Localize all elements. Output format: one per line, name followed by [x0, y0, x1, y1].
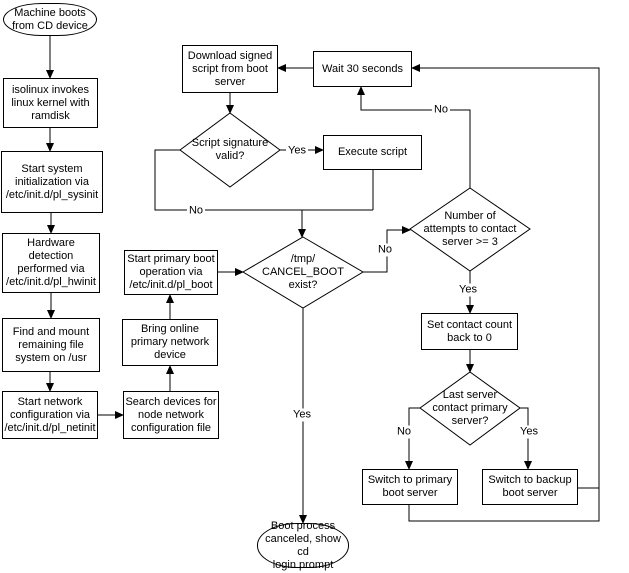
edge-sigvalid-no-path — [154, 149, 373, 211]
node-boot-canceled-label: Boot process canceled, show cd login pro… — [265, 519, 341, 571]
node-set-contact-count: Set contact count back to 0 — [421, 313, 518, 350]
node-boot-canceled: Boot process canceled, show cd login pro… — [257, 520, 349, 571]
diamond-script-signature-text: Script signature valid? — [191, 137, 269, 162]
node-search-devices: Search devices for node network configur… — [123, 391, 219, 439]
node-machine-boots-label: Machine boots from CD device — [12, 6, 88, 32]
node-switch-backup-label: Switch to backup boot server — [488, 474, 572, 499]
node-isolinux: isolinux invokes linux kernel with ramdi… — [3, 78, 98, 128]
node-hwinit: Hardware detection performed via /etc/in… — [2, 233, 100, 293]
node-pl-boot-label: Start primary boot operation via /etc/in… — [127, 253, 215, 291]
node-switch-backup: Switch to backup boot server — [482, 469, 578, 505]
node-download-script-label: Download signed script from boot server — [187, 49, 273, 88]
edge-label-last-no: No — [394, 425, 414, 439]
diamond-last-server-text: Last server contact primary server? — [432, 389, 508, 427]
node-findmount: Find and mount remaining file system on … — [2, 318, 100, 372]
node-wait-30-seconds-label: Wait 30 seconds — [322, 62, 403, 75]
diamond-label-last-server: Last server contact primary server? — [420, 372, 520, 445]
edge-lastserver-yes-to-switchbackup — [520, 407, 532, 470]
node-search-devices-label: Search devices for node network configur… — [125, 395, 217, 434]
edge-switchprimary-loop-to-wait — [408, 64, 600, 522]
node-download-script: Download signed script from boot server — [182, 45, 278, 93]
edge-label-signature-no: No — [186, 204, 206, 218]
edge-label-attempts-yes: Yes — [457, 283, 479, 297]
node-bring-online-label: Bring online primary network device — [130, 323, 210, 361]
node-execute-script-label: Execute script — [337, 146, 408, 158]
node-wait-30-seconds: Wait 30 seconds — [313, 51, 412, 87]
node-switch-primary: Switch to primary boot server — [362, 469, 458, 505]
node-sysinit-label: Start system initialization via /etc/ini… — [5, 162, 99, 201]
node-machine-boots: Machine boots from CD device — [3, 3, 97, 36]
diamond-last-server-primary — [419, 371, 521, 446]
node-sysinit: Start system initialization via /etc/ini… — [1, 151, 103, 213]
node-netinit: Start network configuration via /etc/ini… — [2, 391, 98, 439]
node-netinit-label: Start network configuration via /etc/ini… — [4, 395, 96, 434]
node-execute-script: Execute script — [323, 135, 422, 170]
node-isolinux-label: isolinux invokes linux kernel with ramdi… — [11, 83, 90, 122]
diamond-label-cancel-boot: /tmp/ CANCEL_BOOT exist? — [243, 237, 363, 308]
node-findmount-label: Find and mount remaining file system on … — [12, 325, 90, 364]
node-hwinit-label: Hardware detection performed via /etc/in… — [6, 237, 96, 288]
node-switch-primary-label: Switch to primary boot server — [367, 474, 453, 499]
diamond-script-signature-valid — [179, 112, 281, 188]
diamond-label-script-signature: Script signature valid? — [180, 113, 280, 187]
edge-attempts-no-to-wait — [357, 86, 471, 188]
edge-label-cancel-yes: Yes — [291, 408, 313, 422]
diamond-attempts-text: Number of attempts to contact server >= … — [423, 210, 517, 248]
node-set-contact-count-label: Set contact count back to 0 — [427, 318, 512, 344]
diamond-label-attempts: Number of attempts to contact server >= … — [410, 188, 530, 271]
diamond-cancel-boot-text: /tmp/ CANCEL_BOOT exist? — [262, 253, 344, 291]
edge-lastserver-no-to-switchprimary — [405, 407, 420, 470]
edge-label-attempts-no: No — [431, 103, 451, 117]
node-pl-boot: Start primary boot operation via /etc/in… — [124, 250, 218, 295]
edge-label-signature-yes: Yes — [286, 144, 308, 158]
edge-label-cancel-no: No — [375, 243, 395, 257]
node-bring-online: Bring online primary network device — [122, 319, 218, 366]
edge-label-last-yes: Yes — [518, 425, 540, 439]
